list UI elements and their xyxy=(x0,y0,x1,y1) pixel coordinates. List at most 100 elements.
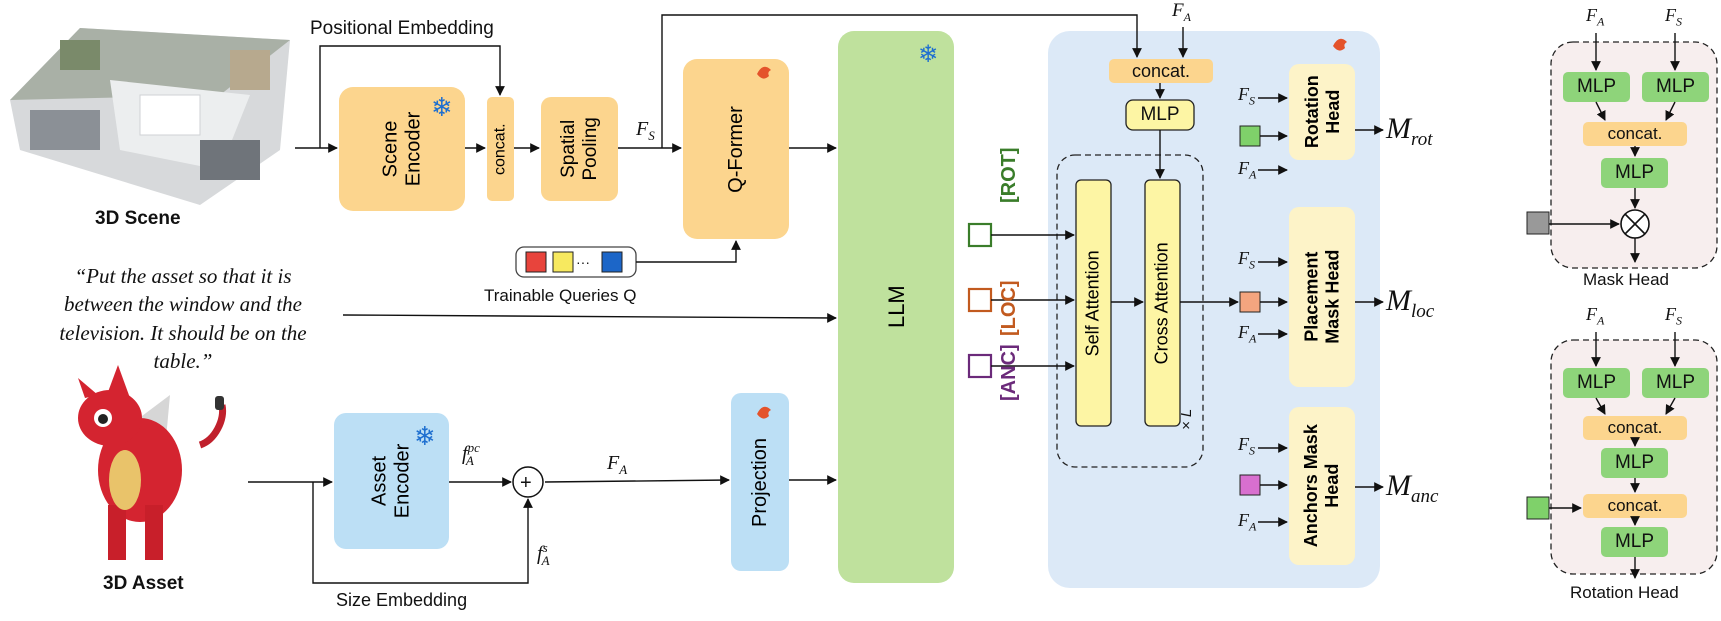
rot-fs-label: FS xyxy=(1238,84,1255,108)
decoder-concat-box xyxy=(1109,59,1213,83)
scene-encoder-box xyxy=(339,87,465,211)
llm-box xyxy=(838,31,954,583)
mask-fa-label: FA xyxy=(1586,5,1605,29)
rotation-token xyxy=(1239,125,1261,147)
rothead-mlp-s-label: MLP xyxy=(1655,372,1696,393)
trainable-flame-icon xyxy=(757,38,1347,419)
llm: LLM xyxy=(883,285,909,329)
rot-token-label: [ROT] xyxy=(998,147,1020,203)
output-anc: Manc xyxy=(1386,469,1439,507)
spatial-pooling: Spatial Pooling xyxy=(557,117,601,181)
self-attention-box xyxy=(1075,179,1112,427)
connector-lines xyxy=(248,14,1680,584)
fa-label: FA xyxy=(607,452,628,477)
scene-concat-box xyxy=(487,97,514,201)
mask-head-input-token xyxy=(1526,211,1550,235)
trainable-queries-label: Trainable Queries Q xyxy=(484,286,637,305)
mask-head-mlp-mid xyxy=(1601,158,1668,188)
rotation-head: Rotation Head xyxy=(1301,75,1343,149)
rothead-fa-label: FA xyxy=(1586,304,1605,328)
rot-head-concat-1 xyxy=(1583,416,1687,440)
asset-image xyxy=(78,365,227,560)
anc-fs-label: FS xyxy=(1238,434,1255,458)
anc-token-box xyxy=(967,353,993,379)
frozen-icon: ❄ xyxy=(431,92,453,122)
rot-head-mlp-s xyxy=(1642,368,1709,398)
scene-label: 3D Scene xyxy=(95,208,181,229)
rot-token-box xyxy=(967,222,993,248)
decoder-concat-label: concat. xyxy=(1131,60,1191,81)
rot-head-input-token xyxy=(1526,496,1550,520)
spatial-pooling-box xyxy=(541,97,618,201)
rotation-head-caption: Rotation Head xyxy=(1570,583,1679,602)
rothead-mlp-out-label: MLP xyxy=(1614,531,1655,552)
anchors-mask-head: Anchors Mask Head xyxy=(1301,424,1343,548)
qformer: Q-Former xyxy=(724,105,747,193)
projection: Projection xyxy=(748,437,771,527)
anc-token-label: [ANC] xyxy=(998,344,1020,401)
instruction-text: “Put the asset so that it is between the… xyxy=(59,264,307,374)
mask-mlp-a-label: MLP xyxy=(1576,76,1617,97)
svg-text:···: ··· xyxy=(576,254,590,270)
rothead-concat-1-label: concat. xyxy=(1607,418,1663,437)
size-embedding-label: Size Embedding xyxy=(336,590,468,610)
anchors-head-box xyxy=(1289,407,1355,565)
scene-concat: concat. xyxy=(491,123,509,175)
loc-fs-label: FS xyxy=(1238,248,1255,272)
rotation-head-box xyxy=(1289,64,1355,160)
query-token-yellow xyxy=(552,251,574,273)
output-loc: Mloc xyxy=(1386,284,1435,322)
cross-attention-box xyxy=(1144,179,1181,427)
anc-fa-label: FA xyxy=(1238,510,1257,534)
repeat-label: × L xyxy=(1178,408,1195,430)
qformer-box xyxy=(683,59,789,239)
loc-token-box xyxy=(967,287,993,313)
mask-head-caption: Mask Head xyxy=(1583,270,1669,289)
scene-encoder: Scene Encoder xyxy=(379,111,424,187)
asset-encoder-box xyxy=(334,413,449,549)
fpc-label: fpcA xyxy=(462,440,480,468)
mask-concat-label: concat. xyxy=(1607,124,1663,143)
rothead-mlp-a-label: MLP xyxy=(1576,372,1617,393)
projection-box xyxy=(731,393,789,571)
query-token-blue xyxy=(601,251,623,273)
plus-node xyxy=(512,466,544,498)
mask-mlp-s-label: MLP xyxy=(1655,76,1696,97)
mask-head-mlp-s xyxy=(1642,72,1709,102)
asset-encoder: Asset Encoder xyxy=(368,443,414,519)
rothead-fs-label: FS xyxy=(1665,304,1682,328)
fs-label: FS xyxy=(636,118,655,143)
attention-block xyxy=(1056,154,1204,468)
mask-head-concat xyxy=(1583,122,1687,146)
rot-head-mlp-mid xyxy=(1601,448,1668,478)
rothead-mlp-mid-label: MLP xyxy=(1614,452,1655,473)
decoder-mlp-label: MLP xyxy=(1140,104,1180,125)
decoder-fa-label: FA xyxy=(1172,0,1191,24)
placement-head-box xyxy=(1289,207,1355,387)
mask-fs-label: FS xyxy=(1665,5,1682,29)
loc-fa-label: FA xyxy=(1238,322,1257,346)
rot-head-mlp-a xyxy=(1563,368,1630,398)
mask-head-mlp-a xyxy=(1563,72,1630,102)
svg-text:+: + xyxy=(520,472,532,494)
scene-image xyxy=(10,28,290,205)
placement-token xyxy=(1239,291,1261,313)
asset-label: 3D Asset xyxy=(103,573,184,594)
cross-attention: Cross Attention xyxy=(1152,241,1173,365)
mask-mlp-mid-label: MLP xyxy=(1614,162,1655,183)
frozen-icon: ❄ xyxy=(918,41,938,68)
query-token-red xyxy=(525,251,547,273)
rothead-concat-2-label: concat. xyxy=(1607,496,1663,515)
anchors-token xyxy=(1239,474,1261,496)
frozen-icon: ❄ xyxy=(414,421,436,451)
output-rot: Mrot xyxy=(1386,112,1433,150)
loc-token-label: [LOC] xyxy=(998,280,1020,336)
positional-embedding-label: Positional Embedding xyxy=(310,18,494,39)
placement-mask-head: Placement Mask Head xyxy=(1301,249,1343,345)
rot-head-mlp-out xyxy=(1601,527,1668,557)
fs-size-label: fsA xyxy=(537,540,550,568)
rot-fa-label: FA xyxy=(1238,158,1257,182)
rot-head-concat-2 xyxy=(1583,494,1687,518)
